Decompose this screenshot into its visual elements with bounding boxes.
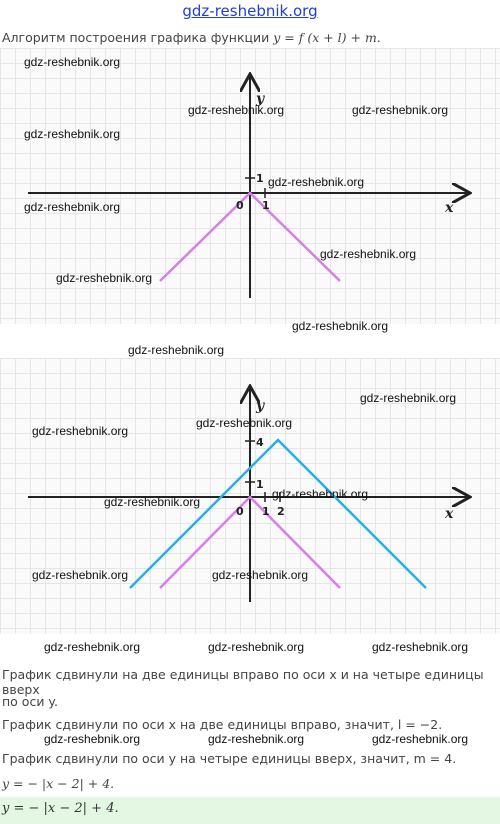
tick-label-x1: 1	[262, 505, 270, 518]
tick-label-x1: 1	[262, 199, 270, 212]
text-line-1: График сдвинули на две единицы вправо по…	[2, 667, 484, 697]
heading: Алгоритм построения графика функции y = …	[2, 30, 498, 45]
text-line-4: График сдвинули по оси y на четыре едини…	[2, 751, 457, 766]
watermark: gdz-reshebnik.org	[104, 495, 201, 509]
origin-label: 0	[236, 199, 244, 212]
watermark: gdz-reshebnik.org	[320, 247, 417, 261]
graph-shifted-svg: y x 0 1 2 1 4	[28, 358, 500, 602]
graph-abs-neg	[159, 191, 341, 282]
watermark: gdz-reshebnik.org	[208, 640, 305, 654]
watermark: gdz-reshebnik.org	[208, 732, 305, 746]
graph-abs-neg	[159, 495, 341, 589]
answer-text: y = − |x − 2| + 4.	[2, 801, 119, 816]
watermark: gdz-reshebnik.org	[360, 391, 457, 405]
watermark: gdz-reshebnik.org	[272, 487, 369, 501]
watermark: gdz-reshebnik.org	[372, 732, 469, 746]
watermark: gdz-reshebnik.org	[352, 103, 449, 117]
tick-label-y1: 1	[256, 172, 264, 185]
tick-label-y4: 4	[256, 436, 264, 449]
watermark: gdz-reshebnik.org	[24, 55, 121, 69]
heading-formula: y = f (x + l) + m.	[273, 30, 381, 45]
text-line-3: График сдвинули по оси x на две единицы …	[2, 717, 443, 732]
watermark: gdz-reshebnik.org	[32, 568, 129, 582]
axis-label-y: y	[255, 91, 265, 107]
watermark: gdz-reshebnik.org	[56, 271, 153, 285]
origin-label: 0	[236, 505, 244, 518]
axis-label-x: x	[444, 200, 454, 216]
site-title[interactable]: gdz-reshebnik.org	[182, 2, 318, 20]
graph-base-svg: y x 0 1 1	[28, 48, 500, 298]
watermark: gdz-reshebnik.org	[44, 640, 141, 654]
watermark: gdz-reshebnik.org	[24, 200, 121, 214]
text-line-5: y = − |x − 2| + 4.	[2, 776, 115, 791]
graph-shifted: y x 0 1 2 1 4 gdz-reshebnik.org gdz-resh…	[0, 358, 500, 634]
watermark: gdz-reshebnik.org	[196, 416, 293, 430]
watermark: gdz-reshebnik.org	[212, 568, 309, 582]
tick-label-x2: 2	[277, 505, 285, 518]
text-line-2: по оси y.	[2, 694, 58, 709]
watermark: gdz-reshebnik.org	[292, 319, 389, 333]
axis-label-x: x	[444, 506, 454, 522]
tick-label-y1: 1	[256, 478, 264, 491]
watermark: gdz-reshebnik.org	[128, 343, 225, 357]
watermark: gdz-reshebnik.org	[188, 103, 285, 117]
watermark: gdz-reshebnik.org	[32, 424, 129, 438]
answer-box: y = − |x − 2| + 4.	[0, 797, 500, 824]
watermark: gdz-reshebnik.org	[44, 732, 141, 746]
graph-base: y x 0 1 1 gdz-reshebnik.org gdz-reshebni…	[0, 48, 500, 333]
watermark: gdz-reshebnik.org	[24, 127, 121, 141]
graph-shifted-line	[129, 438, 427, 589]
axis-label-y: y	[255, 398, 265, 414]
heading-text: Алгоритм построения графика функции	[2, 30, 274, 45]
watermark: gdz-reshebnik.org	[372, 640, 469, 654]
watermark: gdz-reshebnik.org	[268, 175, 365, 189]
